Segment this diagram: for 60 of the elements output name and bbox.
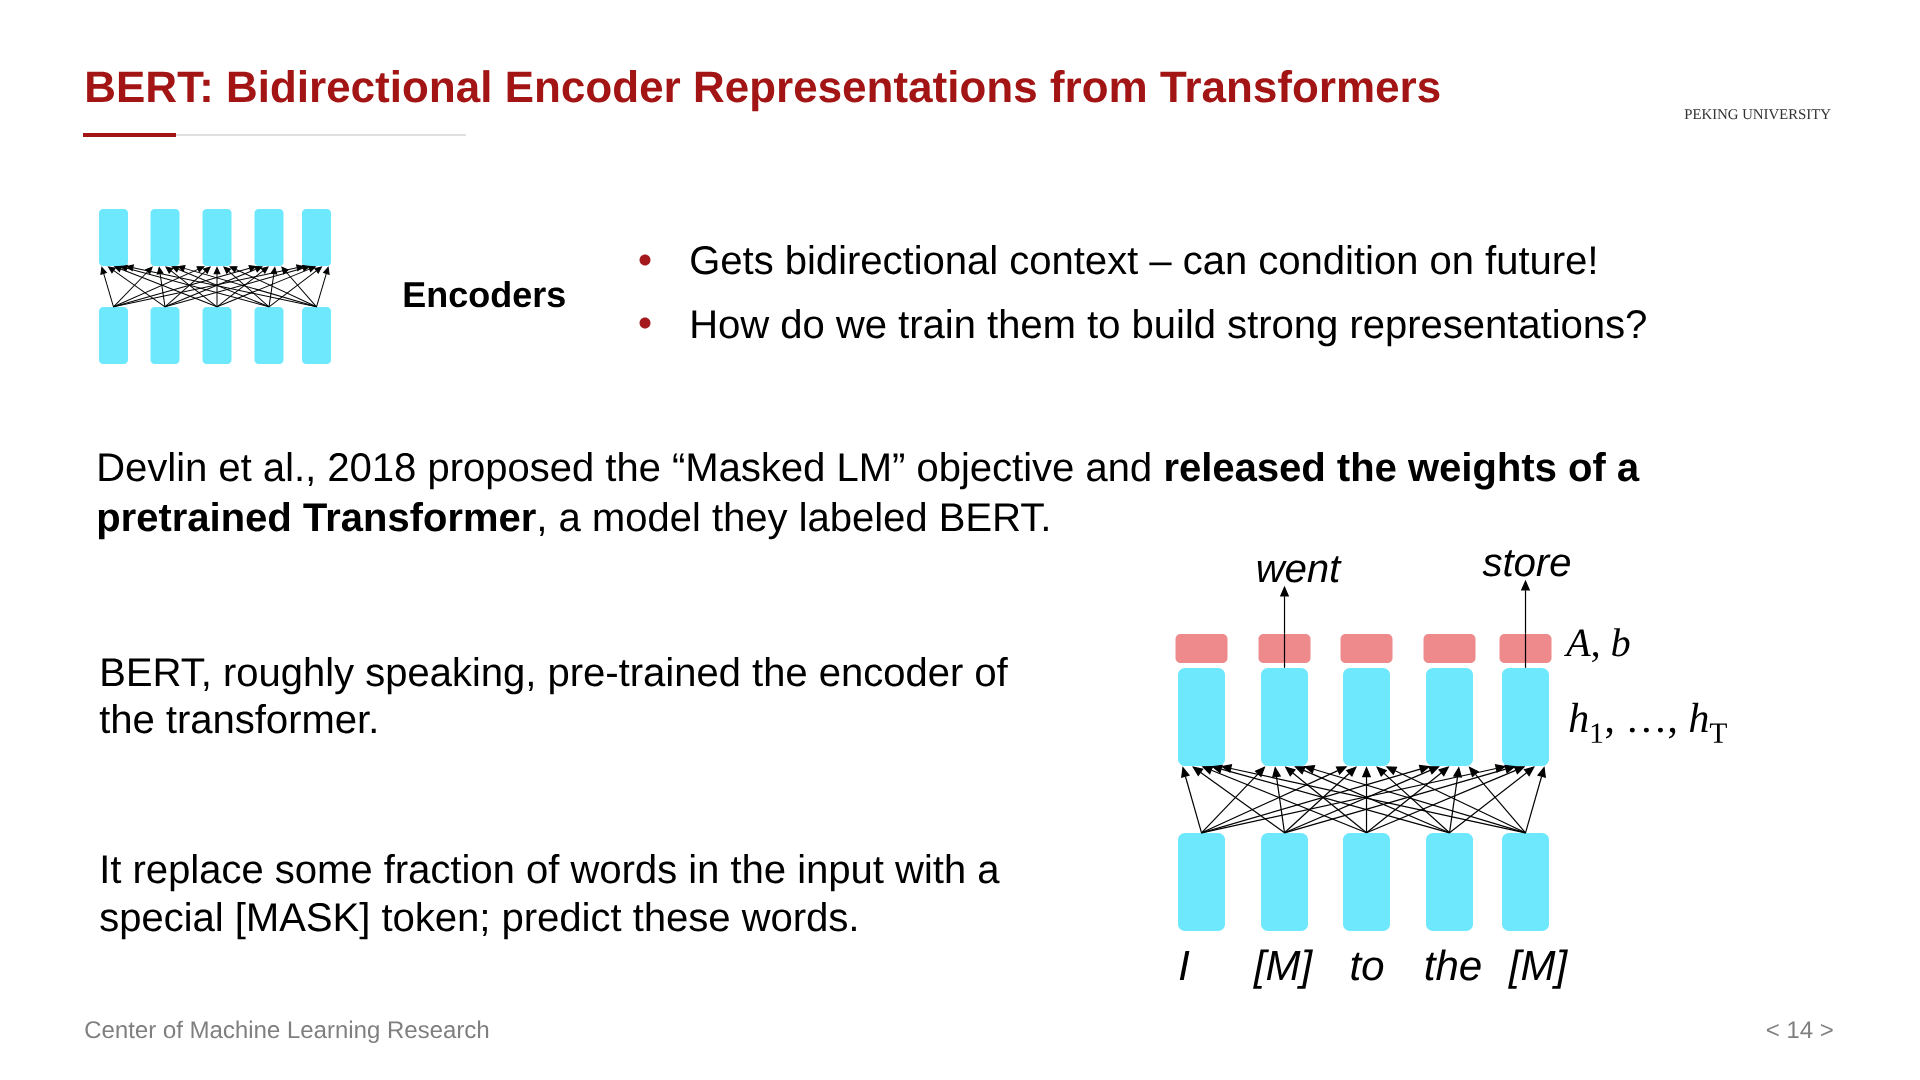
vector-box (150, 209, 180, 266)
paragraph: It replace some fraction of words in the input with a special [MASK] token; predict these words. (100, 854, 1000, 940)
output-box (1340, 634, 1393, 663)
slide-title: BERT: Bidirectional Encoder Representations from Transformers (87, 70, 1440, 112)
input-box (1261, 833, 1308, 931)
arrow (281, 266, 317, 308)
arrow (316, 266, 330, 308)
vector-box (99, 307, 128, 364)
arrow (108, 266, 166, 308)
token-label: to (1351, 952, 1384, 981)
vector-box (150, 307, 180, 364)
output-word: store (1482, 550, 1570, 577)
university-name: PEKING UNIVERSITY (1684, 109, 1831, 120)
arrow (213, 266, 221, 308)
page-number: < 14 > (1766, 1021, 1833, 1038)
vector-box (302, 209, 331, 266)
token-label: I (1179, 951, 1190, 980)
paragraph: BERT, roughly speaking, pre-trained the encoder of the transformer. (99, 657, 1008, 734)
vector-box (202, 307, 232, 364)
bullet-text: How do we train them to build strong representations? (692, 309, 1646, 347)
output-box (1175, 634, 1228, 663)
arrow (1468, 766, 1527, 834)
input-box (1426, 833, 1473, 931)
hidden-state-box (1178, 668, 1225, 766)
hidden-state-box (1502, 668, 1549, 766)
output-box (1423, 634, 1476, 663)
footer-text: Center of Machine Learning Research (85, 1020, 489, 1043)
vector-box (302, 307, 331, 364)
arrow (268, 266, 278, 308)
arrow (113, 266, 153, 308)
vector-box (202, 209, 232, 266)
input-box (1502, 833, 1549, 931)
bullet-text: Gets bidirectional context – can condition on future! (691, 245, 1595, 275)
arrow (100, 266, 114, 308)
output-box (1258, 634, 1311, 663)
vector-box (254, 209, 284, 266)
hidden-state-box (1261, 668, 1308, 766)
input-box (1178, 833, 1225, 931)
arrow (113, 266, 205, 308)
paragraph: Devlin et al., 2018 proposed the “Masked LM” objective and released the weights of a pretrained Transformer, a model they labeled BERT. (98, 452, 1640, 540)
math-label: h$_{1}$, …, h$_{T}$ (1569, 702, 1727, 743)
arrow (1192, 766, 1286, 834)
output-box (1499, 634, 1552, 663)
diagram-caption: Encoders (404, 280, 565, 308)
token-label: [M] (1508, 949, 1568, 989)
token-label: [M] (1253, 949, 1313, 989)
input-box (1343, 833, 1390, 931)
vector-box (254, 307, 284, 364)
token-label: the (1425, 949, 1481, 981)
arrow (268, 266, 322, 308)
arrow (1448, 766, 1535, 834)
math-label: A, b (1564, 628, 1630, 663)
hidden-state-box (1343, 668, 1390, 766)
arrow (156, 266, 166, 308)
arrow (114, 265, 218, 308)
arrow (229, 266, 317, 308)
hidden-state-box (1426, 668, 1473, 766)
output-word: went (1257, 556, 1342, 583)
vector-box (99, 209, 128, 266)
arrow (216, 265, 316, 308)
